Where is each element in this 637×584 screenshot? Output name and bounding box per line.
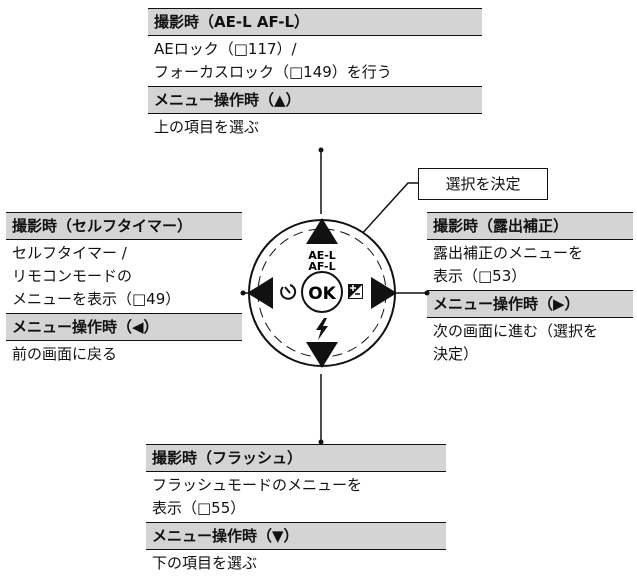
left-shooting-description: セルフタイマー / リモコンモードの メニューを表示（□49）: [6, 240, 242, 313]
bottom-body-line-2: 表示（□55）: [152, 499, 246, 517]
left-shooting-header: 撮影時（セルフタイマー）: [6, 212, 242, 240]
right-leader-dot: [424, 290, 430, 296]
left-menu-description: 前の画面に戻る: [12, 345, 118, 363]
right-arrow-icon[interactable]: [371, 277, 397, 309]
left-body-line-2: リモコンモードの: [12, 267, 133, 285]
top-shooting-description: AEロック（□117）/ フォーカスロック（□149）を行う: [148, 36, 482, 86]
flash-icon: [316, 318, 328, 340]
left-leader-dot: [240, 290, 246, 296]
top-body-line-1: AEロック（□117）/: [154, 40, 297, 58]
right-body-line-2: 表示（□53）: [433, 267, 527, 285]
bottom-body-line-1: フラッシュモードのメニューを: [152, 476, 363, 494]
bottom-menu-description: 下の項目を選ぶ: [152, 554, 258, 572]
right-shooting-header: 撮影時（露出補正）: [427, 212, 633, 240]
left-body-line-1: セルフタイマー /: [12, 244, 127, 262]
ae-l-label: AE-L: [308, 249, 336, 262]
self-timer-icon: [280, 284, 297, 300]
exposure-compensation-icon: [348, 284, 363, 299]
af-l-label: AF-L: [308, 260, 335, 273]
down-arrow-icon[interactable]: [306, 342, 338, 368]
top-body-line-2: フォーカスロック（□149）を行う: [154, 63, 392, 81]
left-body-line-3: メニューを表示（□49）: [12, 290, 181, 308]
bottom-info-block: 撮影時（フラッシュ） フラッシュモードのメニューを 表示（□55） メニュー操作…: [146, 444, 446, 577]
bottom-shooting-description: フラッシュモードのメニューを 表示（□55）: [146, 472, 446, 522]
right-body-line-1: 露出補正のメニューを: [433, 244, 584, 262]
right-menu-description: 次の画面に進む（選択を 決定）: [427, 318, 633, 368]
confirm-selection-callout: 選択を決定: [418, 168, 548, 200]
top-info-block: 撮影時（AE-L AF-L） AEロック（□117）/ フォーカスロック（□14…: [148, 8, 482, 141]
right-menu-line-1: 次の画面に進む（選択を: [433, 322, 599, 340]
left-menu-header: メニュー操作時（◀）: [6, 313, 242, 341]
bottom-leader-dot: [318, 439, 324, 445]
right-menu-header: メニュー操作時（▶）: [427, 290, 633, 318]
up-arrow-icon[interactable]: [306, 218, 338, 244]
top-menu-description: 上の項目を選ぶ: [154, 118, 260, 136]
top-menu-header: メニュー操作時（▲）: [148, 86, 482, 114]
right-info-block: 撮影時（露出補正） 露出補正のメニューを 表示（□53） メニュー操作時（▶） …: [427, 212, 633, 368]
ok-button-ring[interactable]: [301, 271, 343, 313]
top-leader-dot: [318, 147, 324, 153]
ok-label: OK: [308, 284, 336, 304]
bottom-shooting-header: 撮影時（フラッシュ）: [146, 444, 446, 472]
left-arrow-icon[interactable]: [247, 277, 273, 309]
left-info-block: 撮影時（セルフタイマー） セルフタイマー / リモコンモードの メニューを表示（…: [6, 212, 242, 368]
bottom-menu-header: メニュー操作時（▼）: [146, 522, 446, 550]
top-shooting-header: 撮影時（AE-L AF-L）: [148, 8, 482, 36]
right-menu-line-2: 決定）: [433, 345, 479, 363]
right-shooting-description: 露出補正のメニューを 表示（□53）: [427, 240, 633, 290]
